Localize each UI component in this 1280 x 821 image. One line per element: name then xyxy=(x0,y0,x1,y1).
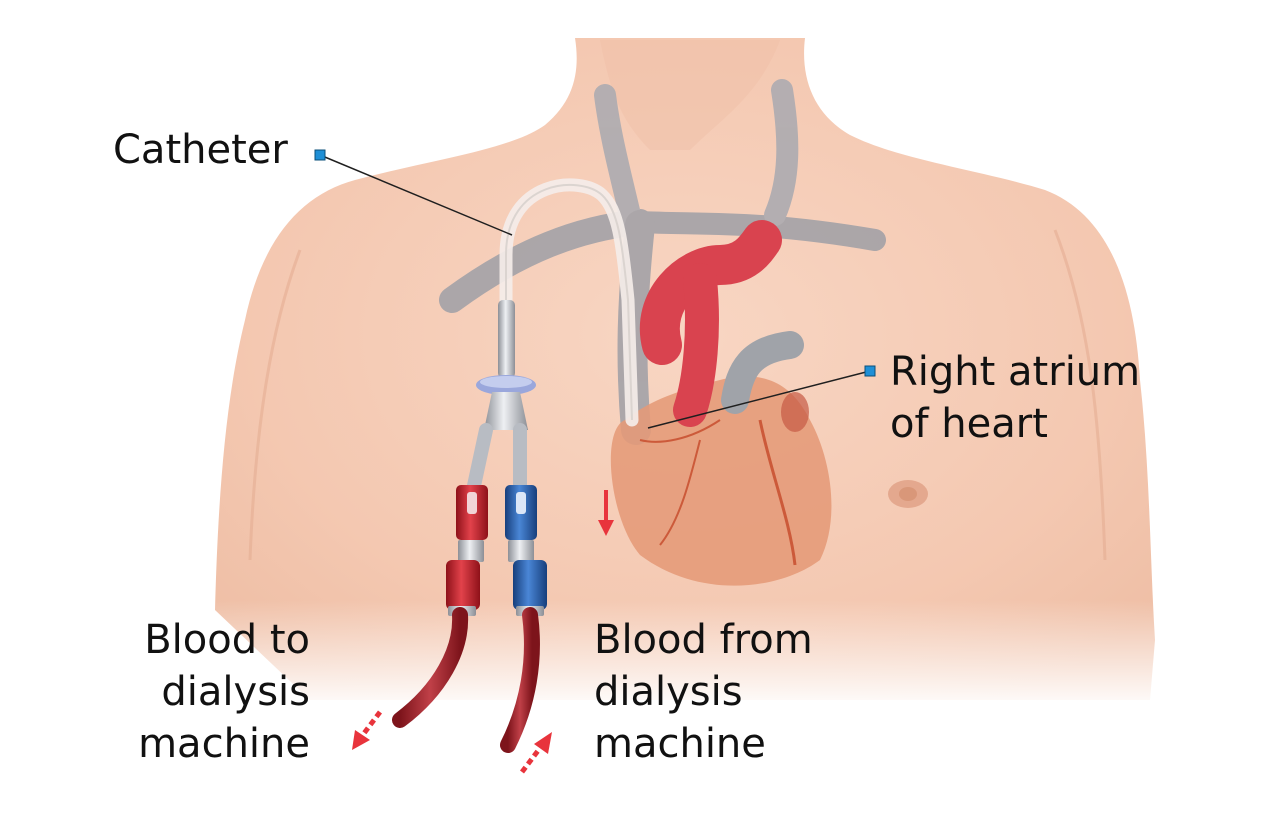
atrium-marker xyxy=(864,365,876,377)
arrow-to-machine xyxy=(352,710,382,750)
catheter-leader xyxy=(319,154,513,236)
arrow-from-machine xyxy=(520,732,552,774)
heart xyxy=(610,220,832,586)
leader-lines xyxy=(314,149,876,429)
arrow-down-heart xyxy=(598,490,614,536)
catheter-marker xyxy=(314,149,326,161)
blood-from-machine-label: Blood from dialysis machine xyxy=(594,617,813,767)
flow-arrows xyxy=(352,490,614,774)
catheter-label: Catheter xyxy=(113,127,288,173)
right-atrium-label: Right atrium of heart xyxy=(890,349,1141,447)
heart-body xyxy=(610,376,832,586)
blood-to-machine-label: Blood to dialysis machine xyxy=(138,617,310,767)
neck-shadow xyxy=(600,40,780,150)
aorta xyxy=(640,220,782,365)
atrium-leader xyxy=(647,370,871,429)
catheter-device xyxy=(392,178,639,753)
